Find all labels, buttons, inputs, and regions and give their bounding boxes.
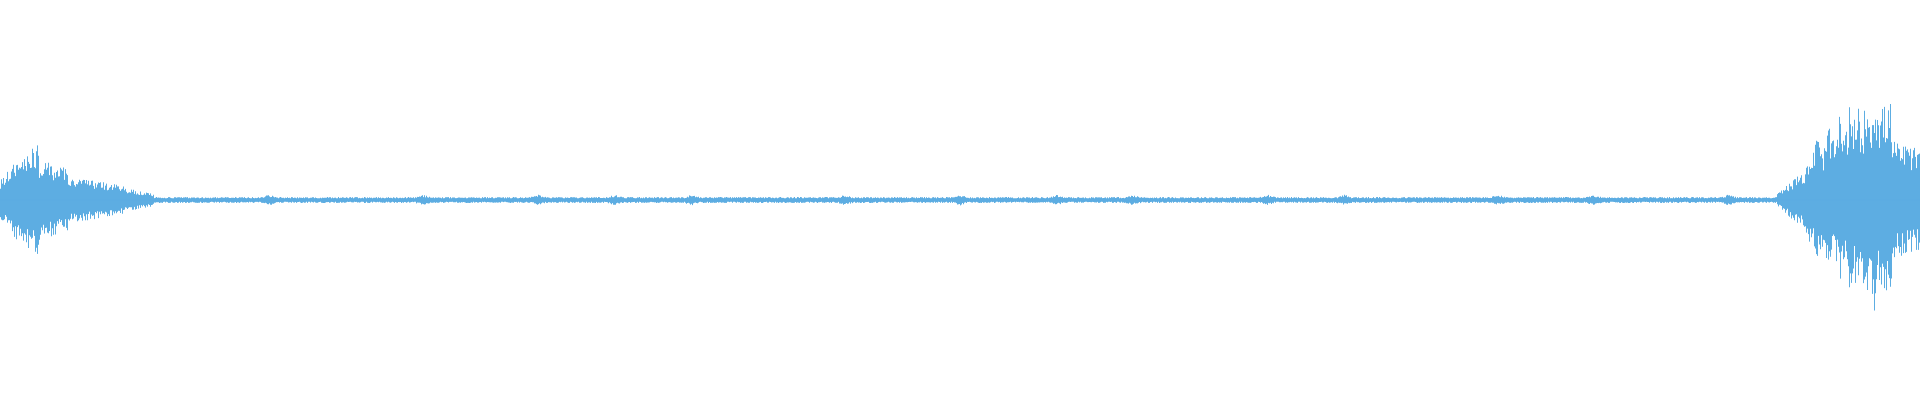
- waveform-path: [0, 104, 1920, 311]
